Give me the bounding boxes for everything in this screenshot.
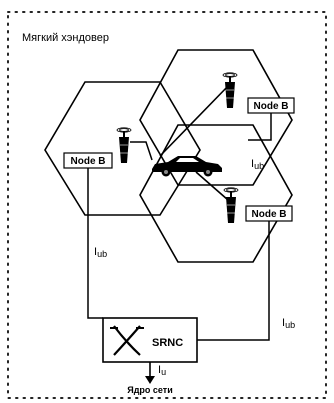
iub-label-center: Iub bbox=[251, 158, 264, 171]
diagram-title: Мягкий хэндовер bbox=[22, 32, 109, 44]
srnc-label: SRNC bbox=[152, 337, 183, 349]
antenna-tower-icon bbox=[223, 187, 239, 223]
radio-link-top bbox=[159, 83, 231, 157]
iub-link-left bbox=[87, 168, 103, 319]
cell-hexagon-left bbox=[44, 81, 201, 216]
iub-label-left: Iub bbox=[94, 246, 107, 259]
node-b-label-bottom: Node B bbox=[252, 209, 287, 220]
node-b-label-left: Node B bbox=[71, 156, 106, 167]
antenna-tower-icon bbox=[222, 72, 238, 108]
iub-link-top bbox=[248, 113, 272, 141]
core-network-label: Ядро сети bbox=[127, 385, 173, 395]
radio-link-left bbox=[130, 141, 153, 161]
iub-label-right: Iub bbox=[282, 317, 295, 330]
cell-hexagon-top bbox=[139, 49, 293, 186]
iub-link-bottom bbox=[197, 221, 270, 341]
antenna-tower-icon bbox=[116, 127, 132, 163]
dotted-frame bbox=[7, 11, 327, 399]
cell-hexagon-bottom bbox=[139, 124, 293, 263]
switch-cross-icon bbox=[110, 325, 144, 356]
car-icon bbox=[152, 156, 222, 177]
arrow-down-icon bbox=[145, 376, 155, 384]
node-b-label-top: Node B bbox=[254, 101, 289, 112]
radio-link-bottom bbox=[195, 171, 229, 201]
iu-label: Iu bbox=[158, 364, 166, 377]
